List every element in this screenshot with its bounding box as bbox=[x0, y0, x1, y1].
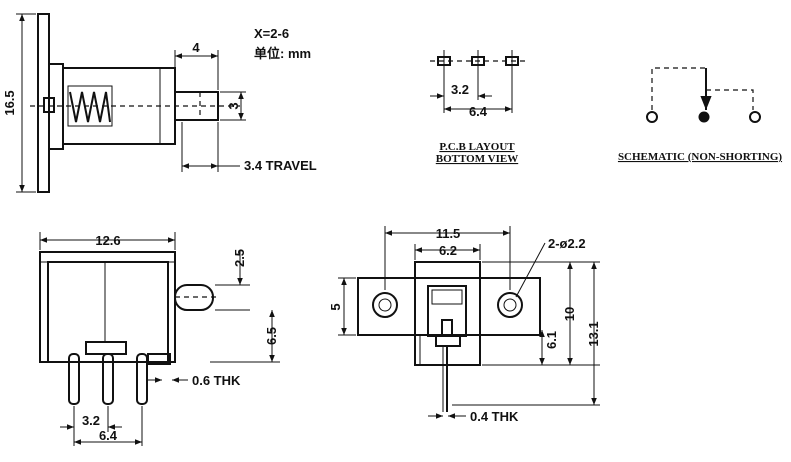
dim-holes: 2-ø2.2 bbox=[548, 236, 586, 251]
dim-front-thk: 0.6 THK bbox=[192, 373, 241, 388]
dim-inner-h: 6.1 bbox=[544, 331, 559, 349]
pin-1 bbox=[68, 353, 80, 405]
dim-inner-w: 6.2 bbox=[439, 243, 457, 258]
mount-hole-right bbox=[497, 292, 523, 318]
dim-hole-span: 11.5 bbox=[436, 226, 461, 241]
dim-pin-pitch: 3.2 bbox=[82, 413, 100, 428]
slot-window bbox=[427, 285, 467, 337]
side-view: 16.5 4 3 3.4 TRAVEL bbox=[2, 13, 317, 193]
schematic-terminal-common bbox=[698, 111, 710, 123]
variant-label: X=2-6 bbox=[254, 26, 289, 41]
pcb-layout: 3.2 6.4 P.C.B LAYOUT BOTTOM VIEW bbox=[430, 50, 528, 165]
pcb-subtitle: BOTTOM VIEW bbox=[436, 153, 518, 165]
end-view: 11.5 6.2 2-ø2.2 5 6.1 10 13.1 0.4 THK bbox=[328, 226, 601, 424]
dim-travel: 3.4 TRAVEL bbox=[244, 158, 317, 173]
pin-2 bbox=[102, 353, 114, 405]
dim-plunger-len: 4 bbox=[192, 40, 200, 55]
dim-flange-h: 5 bbox=[328, 303, 343, 310]
pcb-title: P.C.B LAYOUT bbox=[439, 141, 515, 153]
schematic: SCHEMATIC (NON-SHORTING) bbox=[618, 67, 782, 163]
dim-end-thk: 0.4 THK bbox=[470, 409, 519, 424]
schematic-terminal-1 bbox=[646, 111, 658, 123]
spring-icon bbox=[69, 91, 111, 123]
pin-3 bbox=[136, 353, 148, 405]
dim-front-width: 12.6 bbox=[95, 233, 120, 248]
dim-plunger-dia: 3 bbox=[226, 102, 241, 109]
dim-pcb-span: 6.4 bbox=[469, 104, 488, 119]
mount-hole-left bbox=[372, 292, 398, 318]
schematic-title: SCHEMATIC (NON-SHORTING) bbox=[618, 151, 782, 163]
dim-total-h: 13.1 bbox=[586, 321, 601, 346]
unit-label: 单位: mm bbox=[254, 46, 311, 61]
dim-pcb-pitch: 3.2 bbox=[451, 82, 469, 97]
dim-height: 16.5 bbox=[2, 90, 17, 115]
schematic-terminal-3 bbox=[749, 111, 761, 123]
dim-pin-span: 6.4 bbox=[99, 428, 118, 443]
dim-body-h: 10 bbox=[562, 307, 577, 321]
dim-body-h: 6.5 bbox=[264, 327, 279, 345]
dim-knob-w: 2.5 bbox=[232, 249, 247, 267]
front-body bbox=[39, 251, 176, 363]
front-view: 12.6 2.5 6.5 0.6 THK 3.2 6.4 bbox=[39, 232, 280, 446]
